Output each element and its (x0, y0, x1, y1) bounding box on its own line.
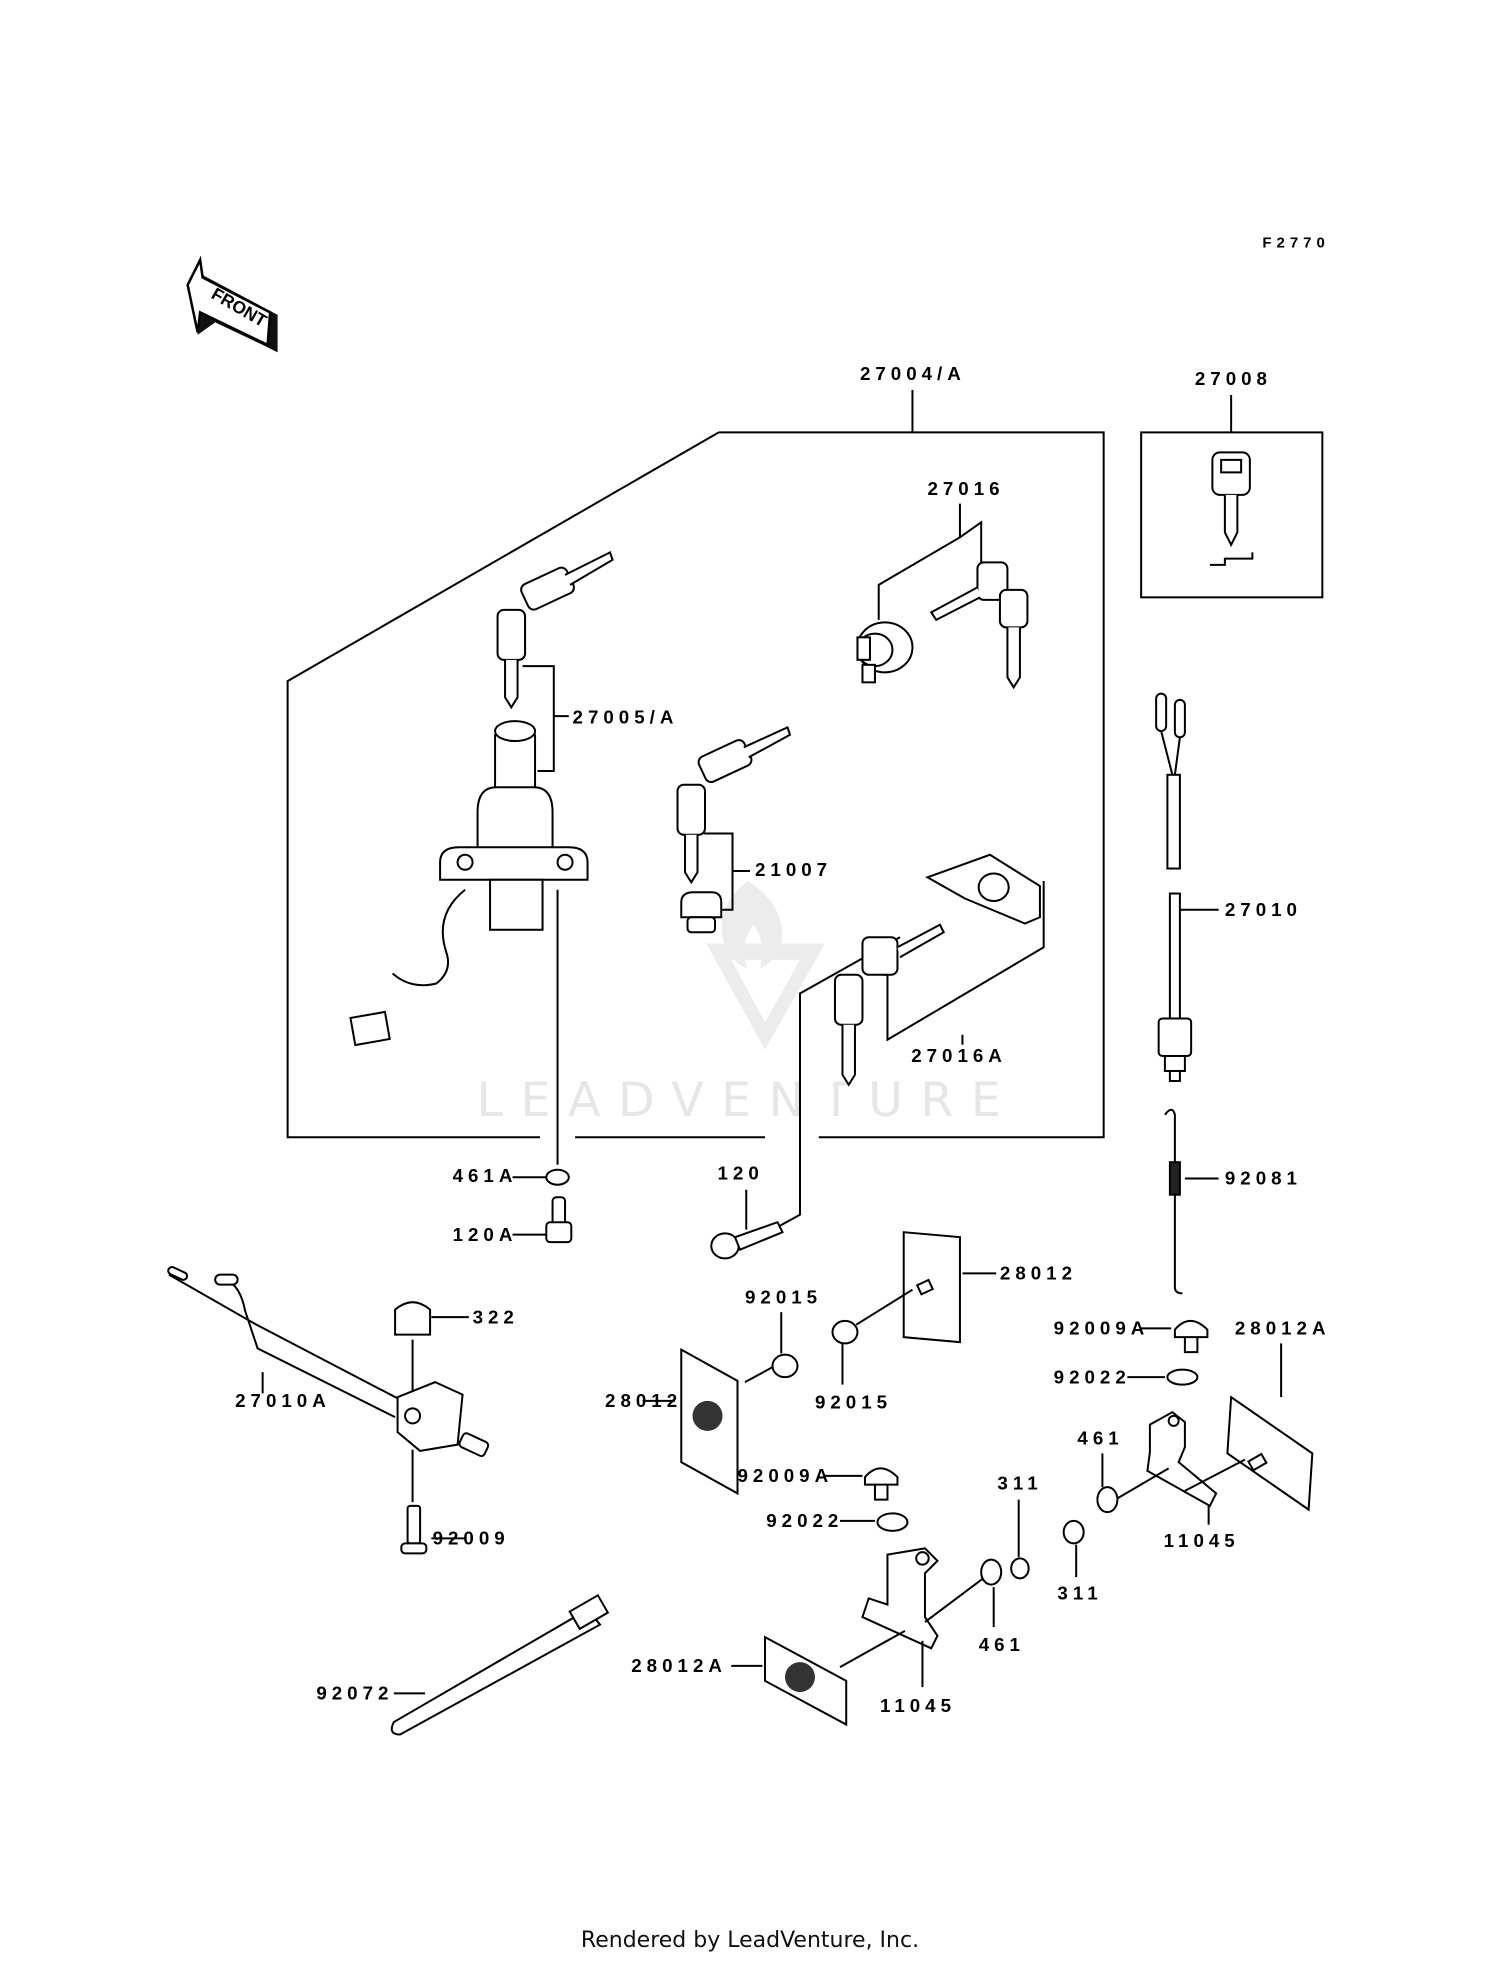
switch-27010A-icon (167, 1266, 490, 1458)
label-120A: 120A (453, 1224, 518, 1245)
key-pair-27016-icon (929, 561, 1029, 690)
watermark-text: LEADVENTURE (477, 1073, 1019, 1128)
key-pair-21007-icon (676, 725, 792, 934)
screw-92009A-center-icon (863, 1467, 899, 1501)
label-311-right: 311 (1057, 1583, 1102, 1604)
helmet-lock-27016A-icon (798, 853, 1041, 1156)
label-92015-bottom: 92015 (815, 1391, 892, 1412)
label-92072: 92072 (316, 1683, 393, 1704)
cap-nut-322-icon (394, 1301, 432, 1336)
label-21007: 21007 (755, 859, 832, 880)
footer-credit: Rendered by LeadVenture, Inc. (580, 1928, 920, 1953)
washer-92022-center-icon (876, 1512, 909, 1532)
box-27008 (1140, 431, 1324, 599)
ignition-switch-27005A-icon (349, 720, 589, 1047)
label-28012A-bottom: 28012A (631, 1655, 727, 1676)
washer-461A-icon (545, 1168, 570, 1186)
label-28012-top: 28012 (1000, 1263, 1077, 1284)
label-27008: 27008 (1195, 368, 1272, 389)
washer-92022-right-icon (1166, 1368, 1199, 1386)
bracket-11045-bottom-icon (861, 1547, 939, 1650)
key-pair-27005A-icon (496, 550, 614, 710)
stop-switch-27010-icon (1155, 692, 1193, 1082)
label-461A: 461A (453, 1165, 518, 1186)
washer-461-bottom-icon (980, 1558, 1003, 1586)
label-311-top: 311 (997, 1473, 1042, 1494)
front-arrow-icon: FRONT (186, 255, 278, 353)
label-461-right: 461 (1077, 1428, 1123, 1449)
label-27016A: 27016A (911, 1045, 1007, 1066)
label-92009A-right: 92009A (1054, 1318, 1150, 1339)
label-120: 120 (718, 1163, 764, 1184)
label-92015-top: 92015 (745, 1286, 822, 1307)
spring-92081-icon (1164, 1108, 1183, 1295)
label-28012-left: 28012 (605, 1390, 682, 1411)
label-28012A-right: 28012A (1235, 1318, 1331, 1339)
reflector-28012-top-icon (902, 1231, 961, 1344)
screw-92009A-right-icon (1173, 1319, 1209, 1354)
label-92022-center: 92022 (766, 1510, 843, 1531)
watermark-v-icon (706, 943, 825, 1050)
reflector-28012A-right-icon (1226, 1395, 1314, 1512)
label-461-bottom: 461 (979, 1634, 1025, 1655)
label-11045-bottom: 11045 (880, 1695, 956, 1716)
label-92009: 92009 (433, 1528, 510, 1549)
washer-461-right-icon (1096, 1486, 1119, 1514)
label-322: 322 (473, 1306, 519, 1327)
bolt-120A-icon (545, 1196, 573, 1244)
group-box-27004A (286, 431, 1105, 1139)
seat-lock-27016-icon (856, 621, 914, 684)
nut-92015-bottom-icon (831, 1319, 859, 1345)
figure-code: F2770 (1262, 234, 1329, 251)
screw-92009-icon (400, 1504, 428, 1555)
key-27008-icon (1209, 451, 1254, 566)
reflector-28012-left-icon (680, 1347, 739, 1496)
label-27010: 27010 (1225, 899, 1302, 920)
reflector-28012A-bottom-icon (763, 1635, 848, 1727)
watermark: LEADVENTURE (477, 881, 1019, 1128)
label-92022-right: 92022 (1054, 1366, 1131, 1387)
label-27005A: 27005/A (573, 707, 679, 728)
label-92009A-center: 92009A (738, 1465, 834, 1486)
cable-tie-92072-icon (390, 1593, 610, 1736)
nut-311-right-icon (1062, 1519, 1085, 1545)
nut-92015-top-icon (771, 1353, 799, 1379)
bolt-120-icon (710, 1220, 784, 1260)
label-27010A: 27010A (235, 1390, 331, 1411)
label-11045-right: 11045 (1164, 1530, 1240, 1551)
bracket-11045-right-icon (1146, 1410, 1218, 1508)
label-92081: 92081 (1225, 1168, 1302, 1189)
label-27004A: 27004/A (860, 363, 966, 384)
label-27016: 27016 (927, 478, 1004, 499)
nut-311-bottom-icon (1010, 1557, 1030, 1580)
